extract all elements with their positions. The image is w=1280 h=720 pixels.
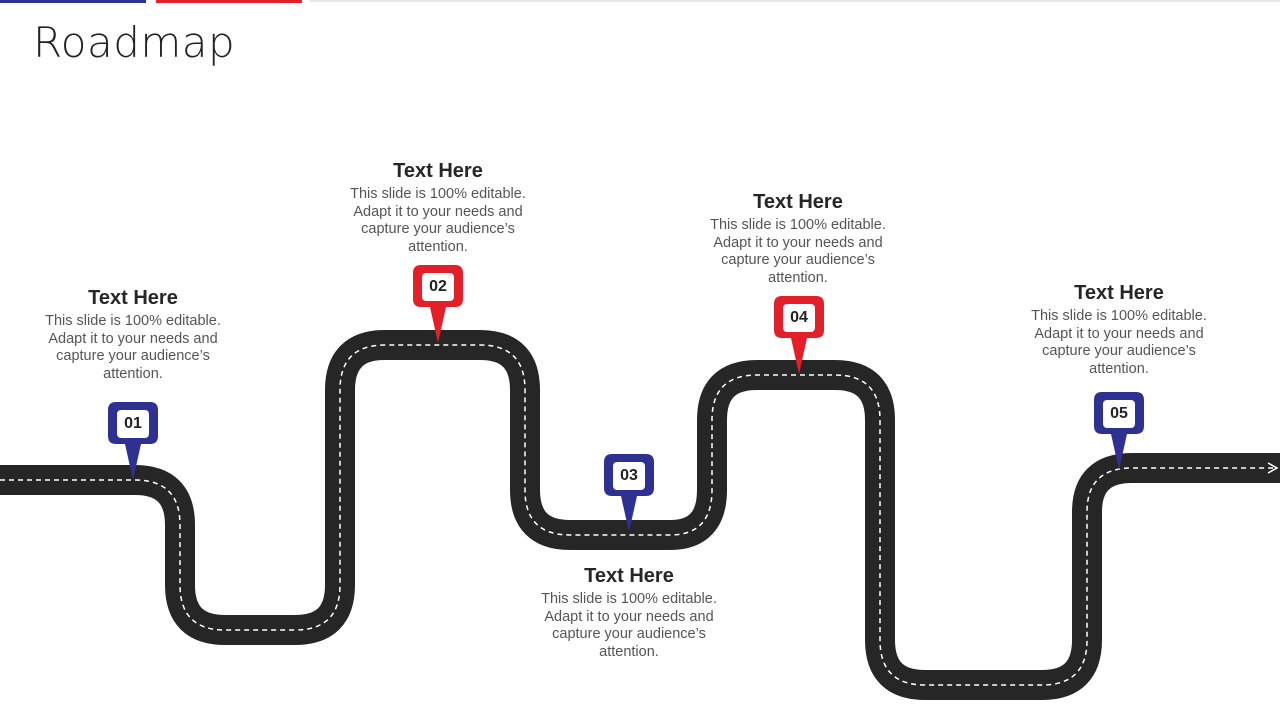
milestone-text-05: Text Here This slide is 100% editable. A… [1019,281,1219,378]
milestone-pin-02: 02 [413,265,463,343]
map-pin-icon [1094,392,1144,470]
milestone-heading: Text Here [584,565,674,587]
milestone-pin-05: 05 [1094,392,1144,470]
milestone-pin-03: 03 [604,454,654,532]
map-pin-icon [108,402,158,480]
milestone-text-03: Text Here This slide is 100% editable. A… [529,564,729,661]
milestone-number: 03 [620,467,638,484]
accent-bar-blue [0,0,146,3]
milestone-heading: Text Here [1074,282,1164,304]
road-center-dashes [0,344,1276,686]
milestone-heading: Text Here [88,287,178,309]
milestone-text-04: Text Here This slide is 100% editable. A… [698,190,898,287]
road-arrow-head [1267,462,1279,474]
milestone-number: 05 [1110,405,1128,422]
milestone-text-01: Text Here This slide is 100% editable. A… [33,286,233,383]
milestone-text-02: Text Here This slide is 100% editable. A… [338,159,538,256]
accent-bar-red [156,0,302,3]
milestone-description: This slide is 100% editable. Adapt it to… [541,591,717,660]
milestone-description: This slide is 100% editable. Adapt it to… [1031,308,1207,377]
milestone-number: 01 [124,415,142,432]
milestone-description: This slide is 100% editable. Adapt it to… [45,313,221,382]
accent-bar-gray [310,0,1280,2]
milestone-heading: Text Here [393,160,483,182]
milestone-heading: Text Here [753,191,843,213]
map-pin-icon [604,454,654,532]
map-pin-icon [774,296,824,374]
milestone-number: 04 [790,309,808,326]
milestone-description: This slide is 100% editable. Adapt it to… [350,186,526,255]
milestone-pin-04: 04 [774,296,824,374]
page-title: Roadmap [33,18,236,67]
map-pin-icon [413,265,463,343]
milestone-pin-01: 01 [108,402,158,480]
milestone-number: 02 [429,278,447,295]
milestone-description: This slide is 100% editable. Adapt it to… [710,217,886,286]
